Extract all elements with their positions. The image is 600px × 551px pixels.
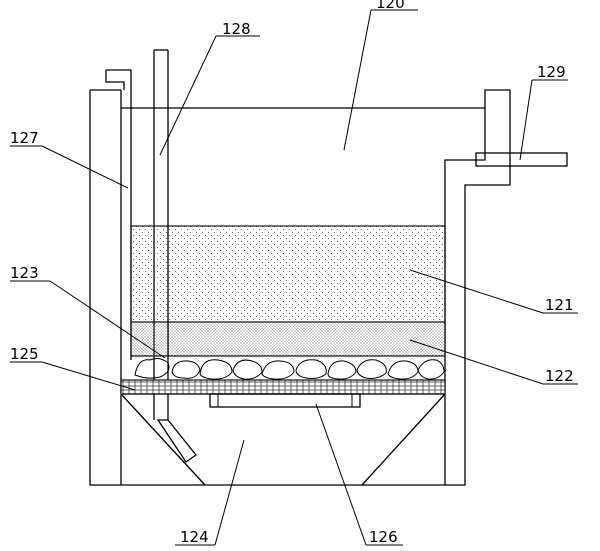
fine-gravel-layer-122 xyxy=(130,321,446,357)
label-122: 122 xyxy=(545,367,574,385)
label-123: 123 xyxy=(10,264,39,282)
label-128: 128 xyxy=(222,20,251,38)
leader-lines xyxy=(10,9,578,546)
label-120: 120 xyxy=(376,0,405,12)
support-grid-125 xyxy=(120,379,446,395)
pebble-layer-123 xyxy=(131,355,445,380)
label-124: 124 xyxy=(180,528,209,546)
inlet-plate-129 xyxy=(475,152,568,167)
label-129: 129 xyxy=(537,63,566,81)
drain-pipe-126 xyxy=(209,393,361,408)
hopper-bottom-124 xyxy=(120,393,446,486)
label-125: 125 xyxy=(10,345,39,363)
label-127: 127 xyxy=(10,129,39,147)
outlet-pipe-127 xyxy=(105,69,132,360)
label-126: 126 xyxy=(369,528,398,546)
sand-layer-121 xyxy=(130,225,446,323)
label-121: 121 xyxy=(545,296,574,314)
